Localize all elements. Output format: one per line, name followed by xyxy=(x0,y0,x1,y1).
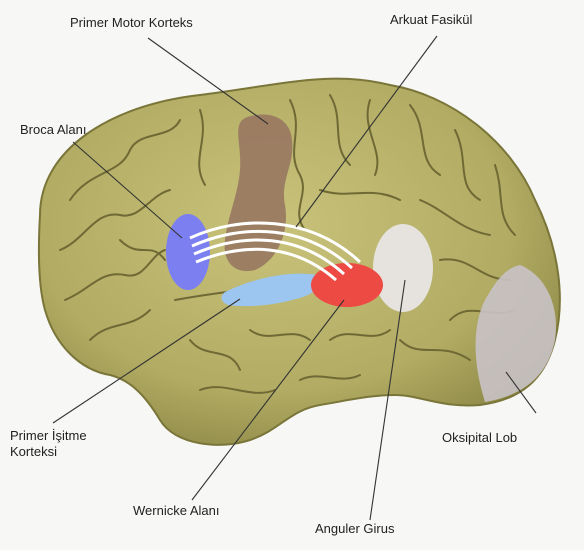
label-wernicke-area: Wernicke Alanı xyxy=(133,503,219,519)
label-primary-auditory-cortex-line2: Korteksi xyxy=(10,444,100,460)
label-occipital-lobe: Oksipital Lob xyxy=(442,430,517,446)
label-arcuate-fasciculus: Arkuat Fasikül xyxy=(390,12,472,28)
label-broca-area: Broca Alanı xyxy=(20,122,87,138)
label-angular-gyrus: Anguler Girus xyxy=(315,521,394,537)
broca-area-region xyxy=(166,214,210,290)
label-primary-auditory-cortex-line1: Primer İşitme xyxy=(10,428,100,444)
angular-gyrus-region xyxy=(373,224,433,312)
label-primary-auditory-cortex: Primer İşitme Korteksi xyxy=(10,428,100,460)
label-primary-motor-cortex: Primer Motor Korteks xyxy=(70,15,193,31)
